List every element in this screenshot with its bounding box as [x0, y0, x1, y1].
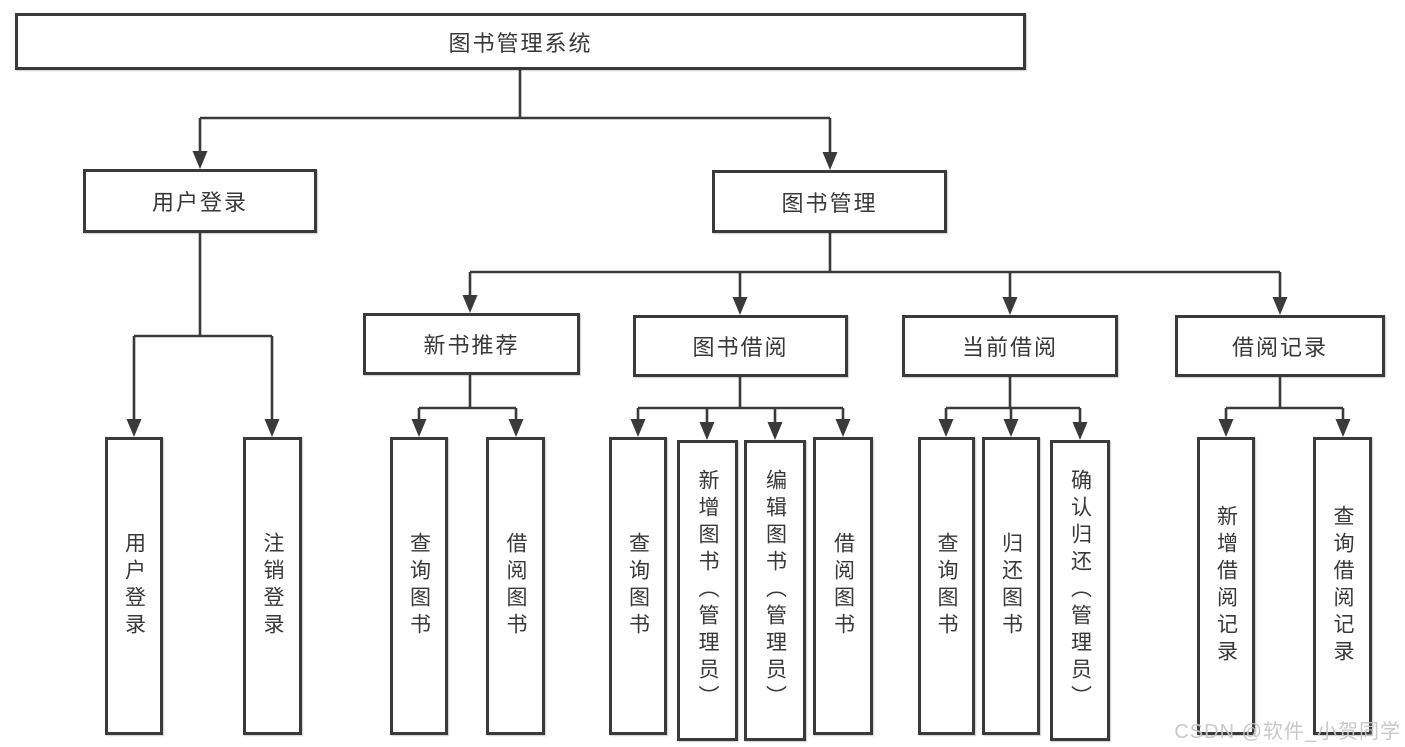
- leaf-edit-book-admin: 编辑图书（管理员）: [744, 440, 806, 741]
- leaf-recommend-borrow-books: 借阅图书: [486, 437, 545, 735]
- node-user-login-branch: 用户登录: [83, 169, 317, 233]
- leaf-logout: 注销登录: [243, 437, 302, 735]
- node-book-borrowing: 图书借阅: [633, 315, 848, 377]
- leaf-confirm-return-admin: 确认归还（管理员）: [1050, 440, 1110, 741]
- leaf-recommend-query-books: 查询图书: [390, 437, 448, 735]
- leaf-query-borrow-record: 查询借阅记录: [1313, 437, 1372, 735]
- leaf-borrowing-query-books: 查询图书: [609, 437, 667, 735]
- leaf-current-query-books: 查询图书: [918, 437, 975, 735]
- node-book-management-branch: 图书管理: [712, 170, 947, 233]
- node-new-book-recommend: 新书推荐: [363, 313, 580, 375]
- leaf-user-login: 用户登录: [105, 437, 163, 735]
- csdn-watermark: CSDN @软件_小贺同学: [1174, 721, 1401, 743]
- node-current-borrowing: 当前借阅: [902, 315, 1118, 377]
- leaf-add-book-admin: 新增图书（管理员）: [677, 440, 738, 741]
- node-root-system: 图书管理系统: [15, 13, 1026, 70]
- leaf-borrowing-borrow-books: 借阅图书: [813, 437, 873, 735]
- leaf-add-borrow-record: 新增借阅记录: [1197, 437, 1255, 735]
- leaf-return-books: 归还图书: [982, 437, 1040, 735]
- node-borrowing-records: 借阅记录: [1175, 315, 1385, 377]
